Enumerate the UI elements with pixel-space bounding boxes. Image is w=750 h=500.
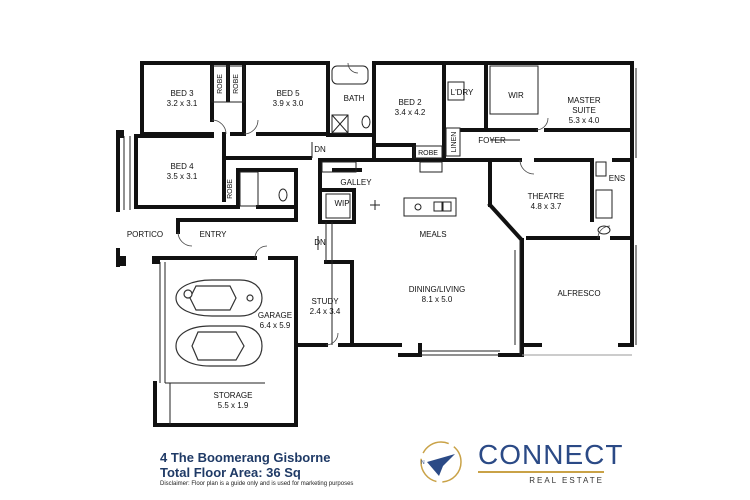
size-bed3: 3.2 x 3.1: [167, 99, 198, 108]
label-dining: DINING/LIVING: [409, 285, 465, 294]
label-bed5: BED 5: [276, 89, 300, 98]
posts: [116, 130, 160, 266]
label-wir: WIR: [508, 91, 524, 100]
brand-tagline: REAL ESTATE: [529, 476, 604, 485]
label-foyer: FOYER: [478, 136, 506, 145]
size-storage: 5.5 x 1.9: [218, 401, 249, 410]
size-dining: 8.1 x 5.0: [422, 295, 453, 304]
label-portico: PORTICO: [127, 230, 163, 239]
label-study: STUDY: [311, 297, 339, 306]
room-labels: BED 3 3.2 x 3.1 BED 5 3.9 x 3.0 BATH BED…: [127, 88, 625, 410]
label-robe-1: ROBE: [217, 74, 224, 94]
label-linen: LINEN: [451, 132, 458, 153]
label-galley: GALLEY: [340, 178, 372, 187]
label-master-2: SUITE: [572, 106, 596, 115]
size-garage: 6.4 x 5.9: [260, 321, 291, 330]
label-alfresco: ALFRESCO: [557, 289, 600, 298]
size-study: 2.4 x 3.4: [310, 307, 341, 316]
size-bed2: 3.4 x 4.2: [395, 108, 426, 117]
compass-logo-icon: N: [420, 441, 462, 483]
svg-text:N: N: [421, 460, 425, 466]
floor-plan: BED 3 3.2 x 3.1 BED 5 3.9 x 3.0 BATH BED…: [116, 61, 637, 427]
label-dn-2: DN: [314, 238, 326, 247]
label-bed4: BED 4: [170, 162, 194, 171]
size-bed4: 3.5 x 3.1: [167, 172, 198, 181]
label-master-1: MASTER: [567, 96, 601, 105]
step-markers: [311, 142, 319, 250]
wall-details: [123, 65, 637, 425]
label-storage: STORAGE: [214, 391, 253, 400]
listing-title: 4 The Boomerang Gisborne Total Floor Are…: [160, 450, 330, 480]
car-icon-2: [175, 325, 263, 367]
address: 4 The Boomerang Gisborne: [160, 450, 331, 465]
walls: [116, 61, 634, 427]
door-swings: [177, 62, 611, 346]
disclaimer: Disclaimer: Floor plan is a guide only a…: [160, 481, 354, 487]
label-robe-3: ROBE: [227, 179, 234, 199]
brand-name: CONNECT: [478, 439, 624, 470]
label-wip: WIP: [334, 199, 349, 208]
label-entry: ENTRY: [200, 230, 228, 239]
label-robe-4: ROBE: [418, 150, 438, 157]
brand-divider: [478, 471, 604, 473]
label-meals: MEALS: [419, 230, 446, 239]
floor-area: Total Floor Area: 36 Sq: [160, 465, 301, 480]
size-bed5: 3.9 x 3.0: [273, 99, 304, 108]
label-garage: GARAGE: [258, 311, 292, 320]
brand: CONNECT REAL ESTATE: [478, 440, 623, 485]
car-icon: [175, 279, 263, 317]
label-ens: ENS: [609, 174, 625, 183]
label-theatre: THEATRE: [528, 192, 565, 201]
label-bath: BATH: [344, 94, 365, 103]
size-master: 5.3 x 4.0: [569, 116, 600, 125]
label-ldry: L'DRY: [451, 88, 474, 97]
label-robe-2: ROBE: [233, 74, 240, 94]
label-dn-1: DN: [314, 145, 326, 154]
rotated-labels: ROBE ROBE ROBE ROBE LINEN: [217, 74, 458, 199]
size-theatre: 4.8 x 3.7: [531, 202, 562, 211]
label-bed2: BED 2: [398, 98, 422, 107]
label-bed3: BED 3: [170, 89, 194, 98]
